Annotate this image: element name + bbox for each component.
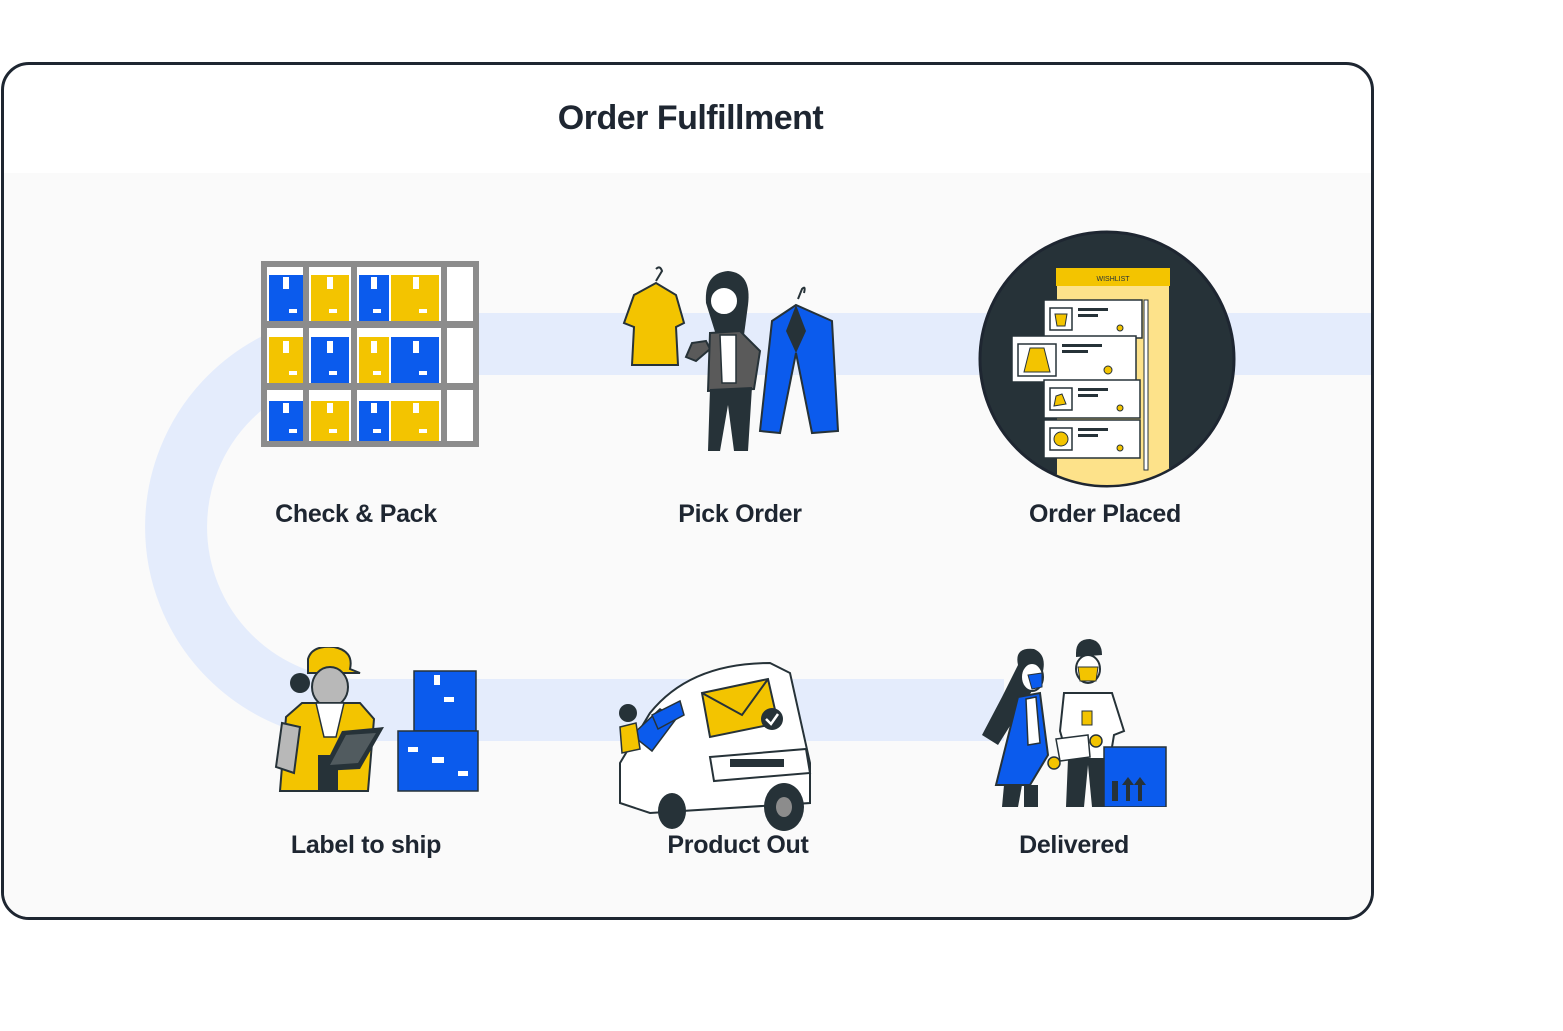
warehouse-shelf-icon [261, 261, 479, 447]
step-label-product-out: Product Out [667, 831, 809, 859]
handover-delivery-icon [982, 639, 1167, 807]
step-label-delivered: Delivered [1019, 831, 1129, 859]
diagram-panel: WISHLIST [4, 173, 1371, 917]
delivery-van-icon [619, 661, 812, 831]
step-label-label-to-ship: Label to ship [290, 831, 442, 859]
wishlist-phone-icon: WISHLIST [978, 230, 1236, 488]
step-label-pick-order: Pick Order [678, 500, 802, 528]
worker-clipboard-icon [274, 647, 479, 792]
diagram-title: Order Fulfillment [557, 99, 824, 137]
order-fulfillment-card: Order Fulfillment [1, 62, 1374, 920]
step-label-order-placed: Order Placed [1028, 500, 1182, 528]
wishlist-label: WISHLIST [1096, 276, 1130, 283]
step-label-check-pack: Check & Pack [275, 500, 437, 528]
shopper-with-clothes-icon [622, 266, 840, 451]
